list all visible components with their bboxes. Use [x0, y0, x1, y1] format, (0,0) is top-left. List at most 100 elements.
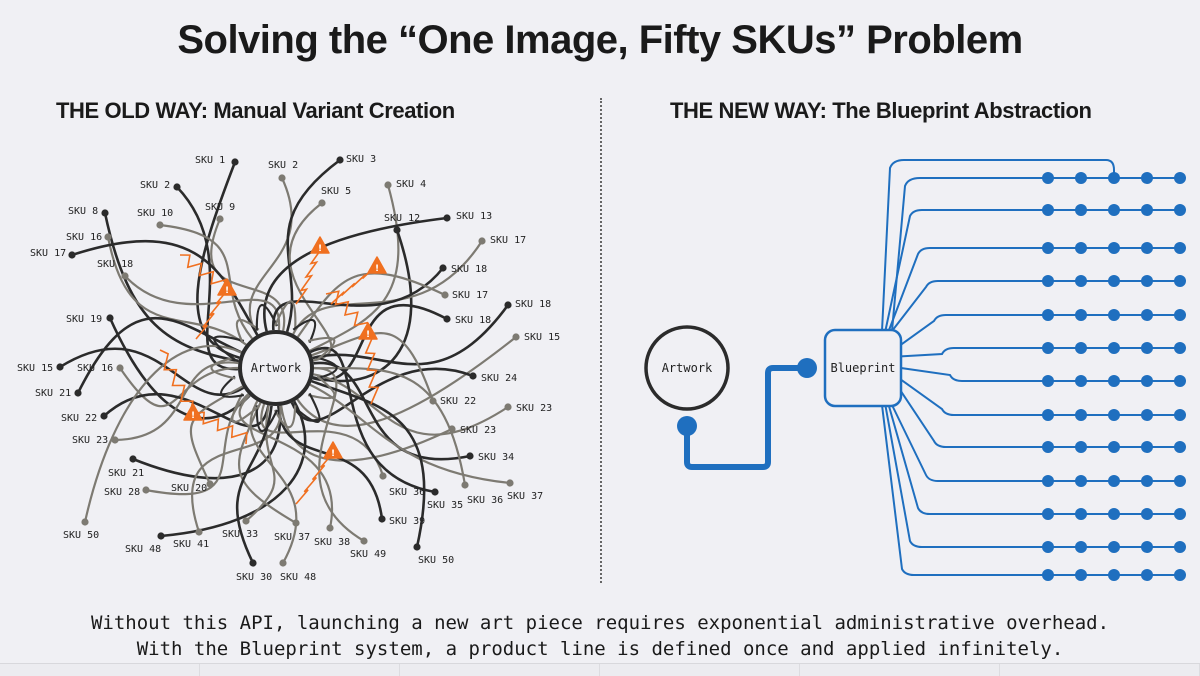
sku-connection-line — [249, 400, 298, 564]
sku-variant-row — [1042, 569, 1186, 581]
sku-variant-dot — [1042, 475, 1054, 487]
sku-label: SKU 36 — [389, 487, 425, 498]
sku-variant-dot — [1174, 309, 1186, 321]
sku-endpoint-dot — [378, 515, 386, 523]
sku-variant-dot — [1075, 275, 1087, 287]
fan-line — [881, 159, 1115, 332]
sku-endpoint-dot — [142, 486, 150, 494]
sku-variant-row — [1042, 275, 1186, 287]
sku-endpoint-dot — [231, 158, 239, 166]
new-artwork-node — [644, 325, 730, 411]
sku-label: SKU 18 — [455, 315, 491, 326]
error-zigzag — [192, 411, 248, 445]
sku-label: SKU 28 — [104, 487, 140, 498]
loop-line — [292, 392, 321, 424]
sku-label: SKU 24 — [481, 373, 517, 384]
blueprint-fan-out-lines — [881, 159, 1115, 576]
sku-connection-line — [292, 240, 483, 335]
new-way-diagram: Artwork Blueprint — [644, 159, 1186, 581]
blueprint-box — [823, 328, 903, 408]
sku-endpoint-dot — [379, 472, 387, 480]
fan-line — [891, 404, 1048, 482]
sku-label: SKU 20 — [171, 483, 207, 494]
sku-variant-row — [1042, 172, 1186, 184]
sku-variant-dot — [1141, 172, 1153, 184]
sku-variant-row — [1042, 475, 1186, 487]
sku-label: SKU 9 — [205, 202, 235, 213]
warning-icon: ! — [217, 278, 237, 296]
sku-endpoint-dot — [106, 314, 114, 322]
sku-label: SKU 2 — [268, 160, 298, 171]
caption-line-1: Without this API, launching a new art pi… — [90, 612, 1110, 634]
sku-connection-line — [290, 367, 474, 422]
error-zigzag — [179, 254, 227, 293]
sku-connection-line — [296, 272, 446, 338]
sku-variant-dot — [1108, 441, 1120, 453]
new-artwork-label: Artwork — [662, 361, 713, 375]
loop-line — [231, 392, 260, 424]
sku-label: SKU 48 — [125, 544, 161, 555]
sku-endpoint-dot — [506, 479, 514, 487]
old-way-heading: THE OLD WAY: Manual Variant Creation — [56, 98, 455, 123]
sku-endpoint-dot — [101, 209, 109, 217]
sku-label: SKU 17 — [490, 235, 526, 246]
sku-endpoint-dot — [461, 481, 469, 489]
sku-endpoint-dot — [279, 559, 287, 567]
loop-line — [220, 375, 245, 398]
loop-line — [210, 356, 236, 380]
sku-variant-row — [1042, 441, 1186, 453]
sku-variant-dot — [1141, 475, 1153, 487]
sku-connection-line — [248, 177, 293, 336]
sku-label: SKU 18 — [97, 259, 133, 270]
sku-connection-line — [210, 218, 286, 331]
sku-label: SKU 5 — [321, 186, 351, 197]
sku-label: SKU 21 — [108, 468, 144, 479]
svg-text:!: ! — [225, 286, 229, 296]
sku-variant-row — [1042, 541, 1186, 553]
sku-variant-dot — [1174, 342, 1186, 354]
fan-line — [900, 378, 1048, 416]
sku-variant-dot — [1108, 275, 1120, 287]
fan-line — [884, 209, 1048, 332]
sku-variant-dot — [1141, 275, 1153, 287]
loop-line — [273, 300, 297, 331]
sku-connection-line — [160, 400, 307, 538]
sku-variant-row — [1042, 204, 1186, 216]
fan-line — [887, 247, 1048, 332]
sku-variant-dot — [1141, 409, 1153, 421]
fan-line — [881, 404, 1048, 576]
sku-variant-dot — [1042, 172, 1054, 184]
sku-label: SKU 22 — [440, 396, 476, 407]
sku-variant-dot — [1108, 508, 1120, 520]
fan-line — [900, 314, 1048, 346]
sku-connection-line — [296, 336, 517, 427]
fan-line — [900, 390, 1048, 448]
sku-variant-dot — [1174, 375, 1186, 387]
sku-connection-line — [313, 366, 467, 486]
sku-label: SKU 10 — [137, 208, 173, 219]
sku-label: SKU 35 — [427, 500, 463, 511]
sku-connection-line — [238, 394, 334, 529]
sku-variant-dot — [1075, 441, 1087, 453]
svg-text:!: ! — [318, 244, 322, 254]
sku-endpoint-dot — [504, 301, 512, 309]
sku-variant-dot — [1108, 309, 1120, 321]
old-artwork-node: Artwork — [238, 330, 314, 406]
sku-variant-dot — [1075, 172, 1087, 184]
sku-endpoint-dot — [466, 452, 474, 460]
sku-connection-line — [83, 344, 242, 523]
sku-endpoint-dot — [56, 363, 64, 371]
sku-variant-dot — [1108, 475, 1120, 487]
sku-endpoint-dot — [100, 412, 108, 420]
fan-line — [884, 404, 1048, 548]
svg-text:!: ! — [331, 449, 335, 459]
sku-endpoint-dot — [429, 397, 437, 405]
fan-line — [891, 280, 1048, 332]
sku-variant-dot — [1108, 409, 1120, 421]
loop-line — [255, 304, 279, 331]
sku-label: SKU 3 — [346, 154, 376, 165]
sku-endpoint-dot — [242, 517, 250, 525]
sku-variant-dot — [1075, 409, 1087, 421]
sku-label: SKU 17 — [30, 248, 66, 259]
sku-variant-dot — [1174, 541, 1186, 553]
